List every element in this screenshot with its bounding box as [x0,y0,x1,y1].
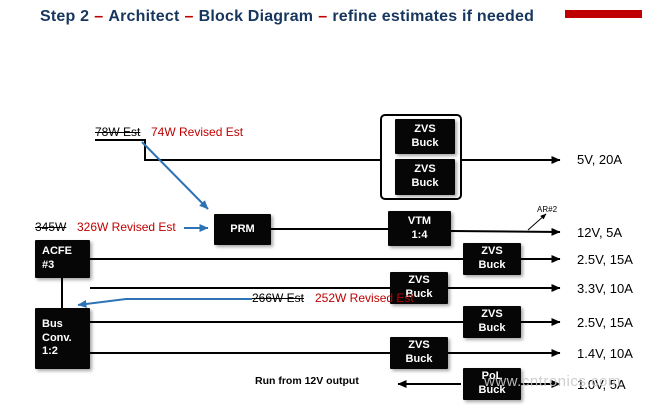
block-prm: PRM [214,214,271,245]
block-acfe-line1: ACFE [42,245,72,258]
block-acfe: ACFE #3 [35,240,90,278]
zvs-parallel-bracket [380,114,462,200]
block-zvs-buck-2: ZVS Buck [395,159,455,195]
block-zvs-buck-4: ZVS Buck [390,272,448,304]
zvs-line2: Buck [411,177,439,189]
zvs-line1: ZVS [481,245,503,258]
title-dash-1: – [94,8,104,25]
page-title: Step 2–Architect–Block Diagram–refine es… [40,8,534,26]
zvs-line1: ZVS [408,339,430,352]
zvs-line1: ZVS [481,308,503,321]
line-ar2-arrow [527,213,547,231]
zvs-line2: Buck [411,136,439,149]
block-bus-line3: 1:2 [42,345,58,358]
output-label-2v5-a: 2.5V, 15A [577,252,633,267]
red-highlight-mark [565,10,642,18]
estimate-old-266w: 266W Est [252,291,305,305]
title-dash-3: – [318,8,328,25]
block-zvs-buck-6: ZVS Buck [390,337,448,369]
run-from-12v-note: Run from 12V output [255,375,359,387]
output-label-12v: 12V, 5A [577,225,623,240]
zvs-line2: Buck [478,322,506,334]
pol-line2: Buck [478,384,506,396]
block-vtm-line1: VTM [407,214,432,227]
blue-arrow-252w-to-busconv [77,298,252,308]
estimate-old-78w: 78W Est [95,125,141,139]
output-label-1v4: 1.4V, 10A [577,346,633,361]
watermark: www.cntronics.com [484,373,621,390]
block-vtm: VTM 1:4 [388,211,451,246]
zvs-line2: Buck [478,259,506,271]
block-bus-line1: Bus [42,317,63,330]
output-label-1v0: 1.0V, 5A [577,377,626,392]
block-zvs-buck-3: ZVS Buck [463,243,521,275]
title-part-1: Step 2 [40,8,90,25]
output-label-5v: 5V, 20A [577,152,623,167]
block-pol-buck: PoL Buck [463,368,521,400]
estimate-old-345w: 345W [35,220,67,234]
zvs-line2: Buck [405,353,433,365]
block-vtm-line2: 1:4 [411,228,428,241]
zvs-line2: Buck [405,288,433,300]
estimate-new-252w: 252W Revised Est [315,291,414,305]
block-bus-converter: Bus Conv. 1:2 [35,308,90,369]
block-acfe-line2: #3 [42,259,55,271]
title-dash-2: – [184,8,194,25]
zvs-line1: ZVS [414,122,436,135]
blue-arrow-74w-to-prm [141,141,209,210]
block-prm-label: PRM [230,222,255,235]
zvs-line1: ZVS [408,274,430,287]
ar2-note: AR#2 [537,205,558,214]
title-part-2: Architect [108,8,180,25]
block-bus-line2: Conv. [42,331,72,344]
estimate-new-326w: 326W Revised Est [77,220,176,234]
line-out-12v [450,227,561,236]
title-part-3: Block Diagram [198,8,314,25]
block-zvs-buck-1: ZVS Buck [395,119,455,154]
estimate-new-74w: 74W Revised Est [151,125,244,139]
title-part-4: refine estimates if needed [332,8,535,25]
zvs-line1: ZVS [414,163,436,176]
pol-line1: PoL [481,370,503,383]
output-label-3v3: 3.3V, 10A [577,281,633,296]
output-label-2v5-b: 2.5V, 15A [577,315,633,330]
block-zvs-buck-5: ZVS Buck [463,306,521,338]
line-feed-5v [95,139,381,161]
